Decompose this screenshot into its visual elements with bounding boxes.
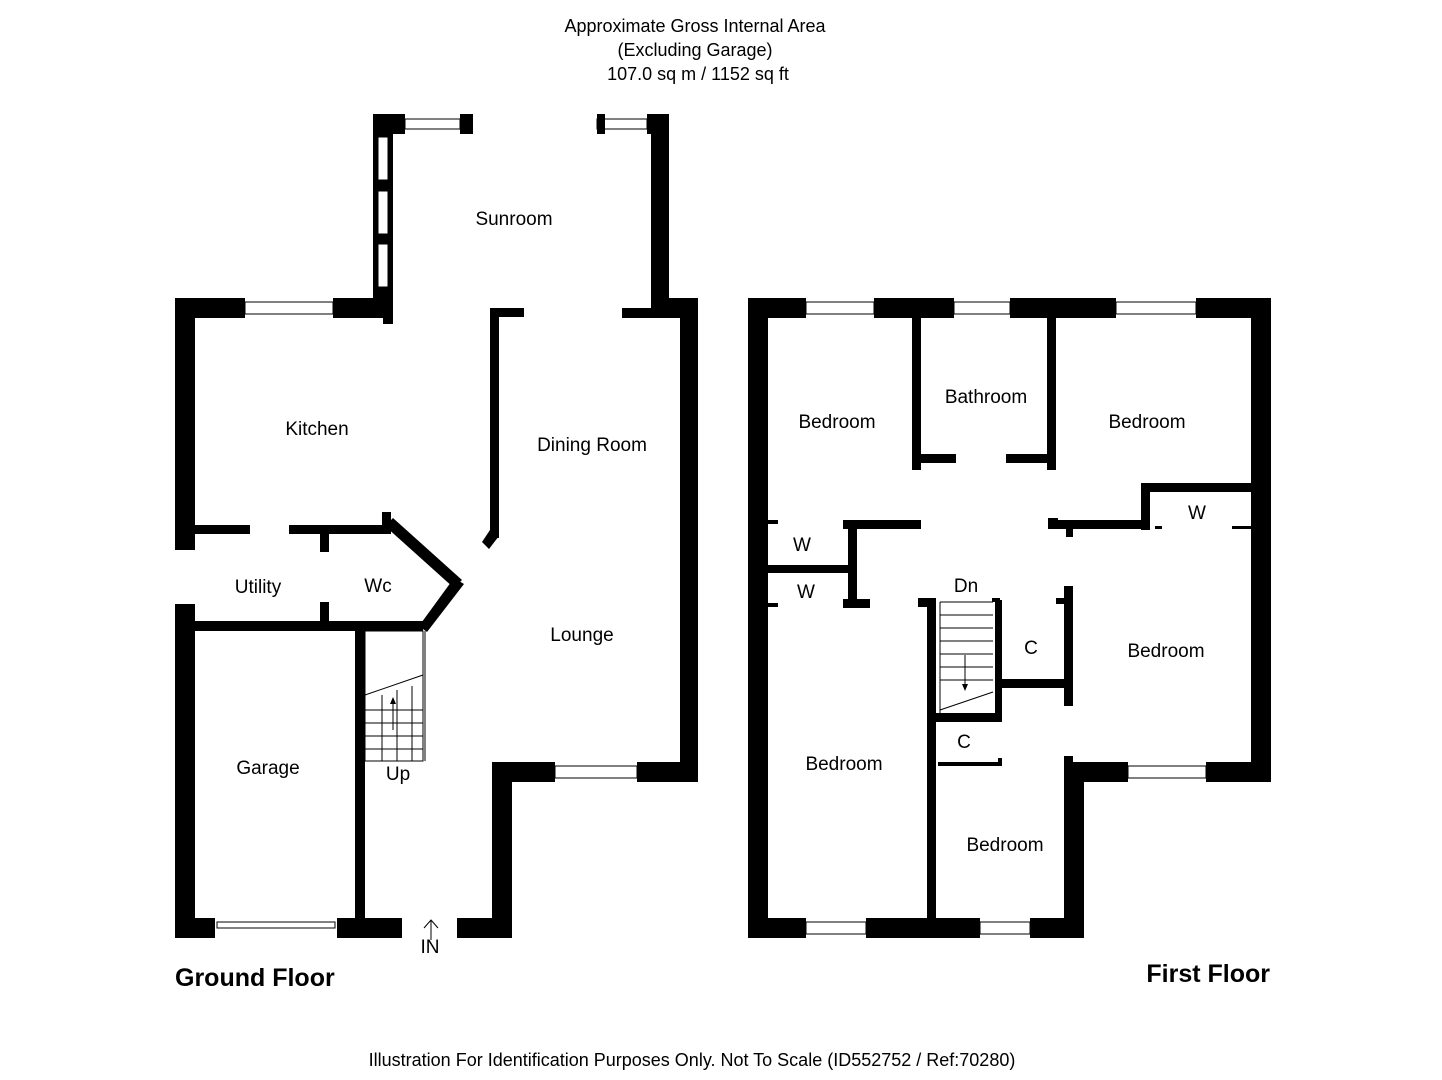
room-label-cupboard-upper: C bbox=[1024, 638, 1038, 659]
entrance-label: IN bbox=[421, 937, 440, 958]
room-label-bedroom-top-left: Bedroom bbox=[798, 412, 875, 433]
disclaimer: Illustration For Identification Purposes… bbox=[369, 1050, 1016, 1070]
room-label-lounge: Lounge bbox=[550, 625, 613, 646]
ground-floor-title: Ground Floor bbox=[175, 964, 335, 992]
stairs-up-label: Up bbox=[386, 764, 410, 785]
room-label-wardrobe-upper-left: W bbox=[793, 535, 811, 556]
room-label-cupboard-lower: C bbox=[957, 732, 971, 753]
stairs-down-label: Dn bbox=[954, 576, 978, 597]
room-label-wardrobe-lower-left: W bbox=[797, 582, 815, 603]
room-label-kitchen: Kitchen bbox=[285, 419, 348, 440]
room-label-bedroom-bottom-middle: Bedroom bbox=[966, 835, 1043, 856]
room-label-garage: Garage bbox=[236, 758, 299, 779]
first-floor-plan bbox=[748, 298, 1271, 938]
area-note: (Excluding Garage) bbox=[617, 40, 772, 60]
room-label-bathroom: Bathroom bbox=[945, 387, 1027, 408]
area-value: 107.0 sq m / 1152 sq ft bbox=[607, 64, 789, 84]
room-label-bedroom-top-right: Bedroom bbox=[1108, 412, 1185, 433]
room-label-sunroom: Sunroom bbox=[475, 209, 552, 230]
room-label-bedroom-lower-left: Bedroom bbox=[805, 754, 882, 775]
ground-floor-plan bbox=[175, 114, 698, 940]
area-title: Approximate Gross Internal Area bbox=[564, 16, 826, 36]
first-floor-title: First Floor bbox=[1146, 960, 1270, 988]
room-label-dining-room: Dining Room bbox=[537, 435, 647, 456]
room-label-bedroom-middle-right: Bedroom bbox=[1127, 641, 1204, 662]
room-label-utility: Utility bbox=[235, 577, 282, 598]
room-label-wc: Wc bbox=[364, 576, 391, 597]
room-label-wardrobe-right: W bbox=[1188, 503, 1206, 524]
